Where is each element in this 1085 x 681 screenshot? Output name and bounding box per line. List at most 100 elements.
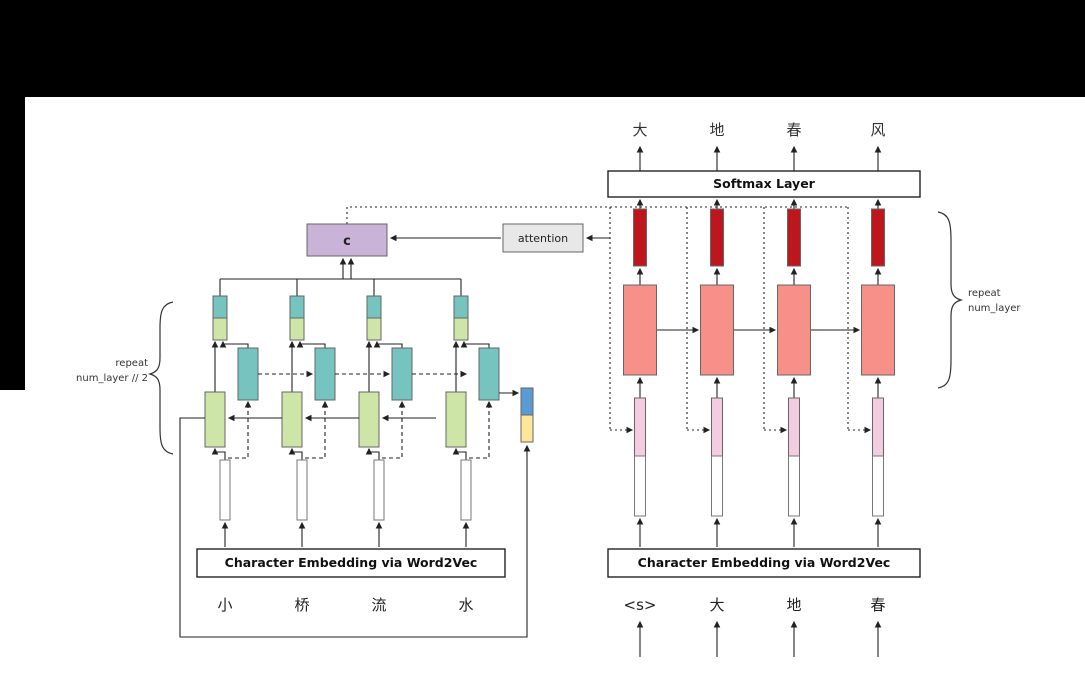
embed-to-backward-arrow: [452, 447, 467, 460]
attention-label: attention: [518, 232, 568, 245]
decoder-hidden-cell: [861, 284, 895, 376]
decoder-hidden-cell: [623, 284, 657, 376]
encoder-final-state: [179, 387, 534, 638]
embed-to-forward-dashed-arrow: [228, 400, 252, 459]
decoder-output-char: 大: [632, 121, 647, 139]
decoder-repeat-brace: [937, 211, 964, 389]
encoder-concat-bottom: [212, 317, 228, 341]
encoder-column-1: [204, 295, 259, 460]
context-vector-box: [306, 223, 388, 257]
decoder-output-char: 春: [786, 121, 801, 139]
context-label: c: [343, 234, 351, 249]
dotted-vertical-lines: [609, 207, 849, 430]
encoder-forward-cell: [314, 347, 336, 401]
encoder-concat-bottom: [366, 317, 382, 341]
encoder-backward-cell: [281, 391, 303, 448]
decoder-logits-bar: [871, 208, 885, 267]
decoder-output-char: 风: [870, 121, 885, 139]
decoder-input-char: 大: [709, 596, 724, 614]
forward-to-concat-arrow: [296, 340, 326, 348]
embed-to-forward-dashed-arrow: [469, 400, 493, 459]
encoder-input-char: 桥: [294, 596, 309, 614]
encoder-embedding-layer: Character Embedding via Word2Vec 小 桥 流 水: [196, 459, 506, 614]
attention-box: [502, 223, 584, 253]
final-state-backward-bar: [520, 414, 534, 443]
decoder-repeat-label-2: num_layer: [968, 303, 1021, 314]
encoder-input-char: 小: [217, 596, 232, 614]
encoder-repeat-label-1: repeat: [115, 358, 148, 369]
encoder-concat-top: [453, 295, 469, 319]
decoder-input-context-bar: [711, 397, 723, 457]
encoder-forward-cell: [391, 347, 413, 401]
decoder-boxes: Softmax Layer Character Embedding via Wo…: [607, 170, 921, 578]
embedding-vector: [373, 459, 385, 521]
decoder-input-context-bar: [788, 397, 800, 457]
decoder-hidden-cell: [700, 284, 734, 376]
embed-to-backward-arrow: [211, 447, 226, 460]
encoder-concat-top: [289, 295, 305, 319]
encoder-embedding-label: Character Embedding via Word2Vec: [225, 555, 478, 570]
decoder-input-embed-bar: [634, 455, 646, 517]
encoder-recurrent-arrows: [227, 370, 468, 422]
decoder-input-embed-bar: [788, 455, 800, 517]
decoder-input-embed-bar: [711, 455, 723, 517]
embed-to-backward-arrow: [288, 447, 303, 460]
decoder-input-char: 地: [786, 596, 801, 614]
encoder-forward-cell: [478, 347, 500, 401]
encoder-backward-cell: [204, 391, 226, 448]
embed-to-forward-dashed-arrow: [305, 400, 329, 459]
encoder-repeat-brace: [147, 301, 174, 455]
decoder-input-char: <s>: [624, 596, 657, 614]
decoder-repeat-annotation: repeat num_layer: [937, 211, 1021, 389]
decoder-input-char: 春: [870, 596, 885, 614]
embedding-vector: [296, 459, 308, 521]
encoder-output-taps: [219, 279, 462, 296]
encoder-concat-bottom: [289, 317, 305, 341]
forward-to-concat-arrow: [219, 340, 249, 348]
embedding-vector: [460, 459, 472, 521]
encoder-repeat-annotation: repeat num_layer // 2: [76, 301, 174, 455]
encoder-output-collector: [219, 278, 462, 296]
decoder-logits-bar: [710, 208, 724, 267]
decoder-input-embed-bar: [872, 455, 884, 517]
forward-to-concat-arrow: [373, 340, 403, 348]
encoder-backward-cell: [358, 391, 380, 448]
embed-to-backward-arrow: [365, 447, 380, 460]
softmax-box: [607, 170, 921, 198]
encoder-input-char: 流: [371, 596, 386, 614]
context-attention-block: c attention: [306, 223, 610, 279]
final-state-forward-bar: [520, 387, 534, 416]
encoder-concat-top: [366, 295, 382, 319]
decoder-characters: 大 地 春 风 <s> 大 地 春: [624, 121, 886, 614]
dotted-top-line: [346, 206, 848, 224]
embedding-vector: [219, 459, 231, 521]
encoder-concat-top: [212, 295, 228, 319]
decoder-input-context-bar: [634, 397, 646, 457]
encoder-forward-cell: [237, 347, 259, 401]
decoder-vertical-arrows: [636, 145, 882, 657]
decoder-logits-bar: [787, 208, 801, 267]
decoder-logits-bar: [633, 208, 647, 267]
forward-to-concat-arrow: [460, 340, 490, 348]
encoder-column-3: [358, 295, 413, 460]
decoder-input-context-bar: [872, 397, 884, 457]
encoder-repeat-label-2: num_layer // 2: [76, 373, 148, 384]
encoder-concat-bottom: [453, 317, 469, 341]
left-black-bar: [0, 97, 25, 390]
decoder-embedding-label: Character Embedding via Word2Vec: [638, 555, 891, 570]
decoder-repeat-label-1: repeat: [968, 288, 1001, 299]
softmax-label: Softmax Layer: [713, 176, 816, 191]
encoder-input-char: 水: [458, 596, 473, 614]
backward-state-loop-line: [179, 417, 531, 638]
decoder-embedding-box: [607, 548, 921, 578]
decoder-output-char: 地: [709, 121, 724, 139]
decoder-cells: [623, 208, 895, 517]
encoder-embedding-box: [196, 548, 506, 578]
decoder-hidden-cell: [777, 284, 811, 376]
encoder-column-2: [281, 295, 336, 460]
context-feedback-dotted-lines: [346, 206, 872, 434]
encoder-backward-cell: [445, 391, 467, 448]
embed-to-forward-dashed-arrow: [382, 400, 406, 459]
